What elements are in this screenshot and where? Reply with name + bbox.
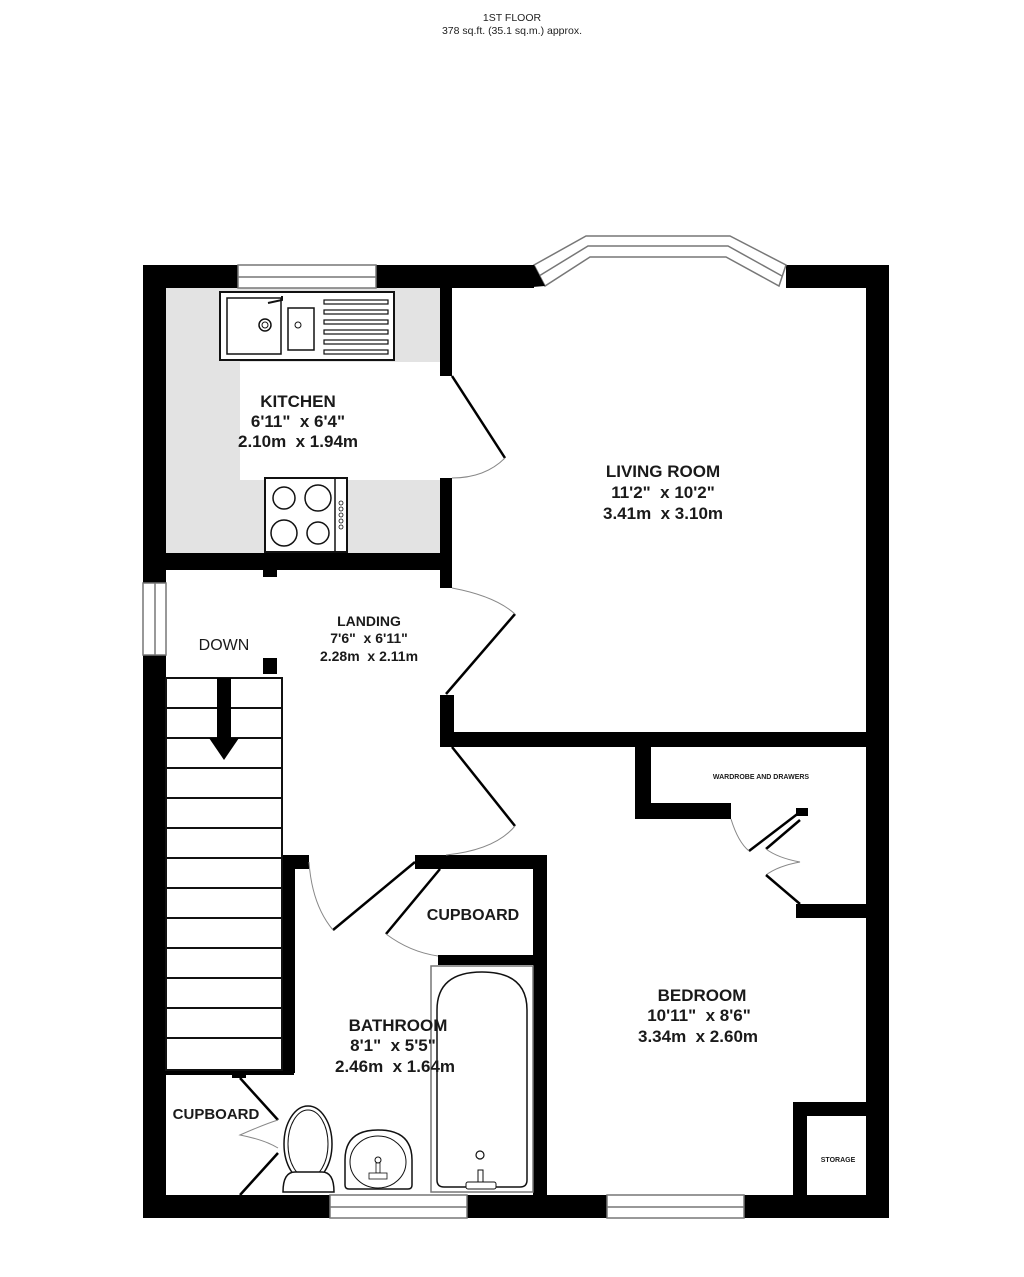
down-arrow-icon	[209, 678, 239, 760]
wardrobe-label: WARDROBE AND DRAWERS	[713, 774, 810, 781]
walls	[143, 265, 889, 1218]
bedroom-name: BEDROOM	[658, 986, 747, 1005]
floor-title: 1ST FLOOR	[482, 12, 542, 24]
washbasin-icon	[344, 1129, 413, 1190]
living-room-name: LIVING ROOM	[606, 462, 720, 481]
cupboard-lower-label: CUPBOARD	[173, 1106, 260, 1123]
bathtub-icon	[430, 965, 534, 1193]
doors	[238, 375, 801, 1196]
kitchen-metric: 2.10m x 1.94m	[238, 432, 358, 451]
landing-metric: 2.28m x 2.11m	[320, 648, 418, 664]
landing-label: LANDING 7'6" x 6'11" 2.28m x 2.11m	[320, 613, 418, 664]
bathroom-name: BATHROOM	[349, 1016, 448, 1035]
kitchen-label: KITCHEN 6'11" x 6'4" 2.10m x 1.94m	[238, 392, 358, 451]
toilet-icon	[282, 1105, 335, 1193]
bathroom-metric: 2.46m x 1.64m	[335, 1057, 455, 1076]
kitchen-name: KITCHEN	[260, 392, 336, 411]
floor-header: 1ST FLOOR 378 sq.ft. (35.1 sq.m.) approx…	[0, 12, 1024, 38]
storage-label: STORAGE	[821, 1157, 856, 1164]
kitchen-sink-icon	[219, 291, 395, 361]
bedroom-metric: 3.34m x 2.60m	[638, 1027, 758, 1046]
cupboard-upper-label: CUPBOARD	[427, 907, 519, 924]
hob-icon	[264, 477, 348, 553]
bathroom-imperial: 8'1" x 5'5"	[350, 1036, 436, 1055]
landing-name: LANDING	[337, 613, 401, 629]
living-room-metric: 3.41m x 3.10m	[603, 504, 723, 523]
windows	[142, 235, 787, 1219]
living-room-label: LIVING ROOM 11'2" x 10'2" 3.41m x 3.10m	[603, 462, 723, 523]
kitchen-imperial: 6'11" x 6'4"	[251, 412, 345, 431]
living-room-imperial: 11'2" x 10'2"	[611, 483, 715, 502]
bedroom-imperial: 10'11" x 8'6"	[647, 1006, 751, 1025]
floor-area: 378 sq.ft. (35.1 sq.m.) approx.	[441, 25, 583, 37]
bathroom-label: BATHROOM 8'1" x 5'5" 2.46m x 1.64m	[335, 1016, 455, 1076]
bedroom-label: BEDROOM 10'11" x 8'6" 3.34m x 2.60m	[638, 986, 758, 1046]
down-label: DOWN	[199, 637, 250, 654]
landing-imperial: 7'6" x 6'11"	[330, 630, 408, 646]
